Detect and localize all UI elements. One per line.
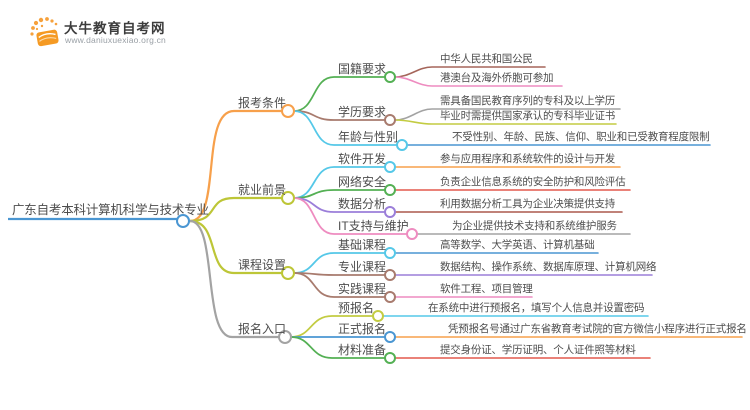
leaf-no-restrictions[interactable]: 不受性别、年龄、民族、信仰、职业和已受教育程度限制 [452, 131, 710, 143]
connector-branch-curriculum [188, 219, 284, 275]
leaf-citizen[interactable]: 中华人民共和国公民 [440, 53, 533, 65]
pre-registration-circle[interactable] [372, 310, 384, 322]
age-gender-circle[interactable] [396, 139, 408, 151]
exam-requirements-circle[interactable] [281, 104, 295, 118]
leaf-education-req[interactable]: 需具备国民教育序列的专科及以上学历 [440, 95, 616, 107]
connector-branch-career [188, 196, 284, 223]
subtopic-materials[interactable]: 材料准备 [338, 343, 387, 357]
connector-age-gender [293, 110, 397, 146]
branch-topic-registration[interactable]: 报名入口 [238, 322, 287, 336]
site-title: 大牛教育自考网 [64, 21, 166, 36]
subtopic-nationality[interactable]: 国籍要求 [338, 62, 387, 76]
branch-topic-curriculum[interactable]: 课程设置 [238, 258, 287, 272]
leaf-basic-courses-list[interactable]: 高等数学、大学英语、计算机基础 [440, 239, 595, 251]
subtopic-education[interactable]: 学历要求 [338, 105, 387, 119]
data-analysis-circle[interactable] [384, 206, 396, 218]
subtopic-official-registration[interactable]: 正式报名 [338, 322, 387, 336]
software-dev-circle[interactable] [384, 161, 396, 173]
branch-topic-career-prospects[interactable]: 就业前景 [238, 183, 287, 197]
network-security-circle[interactable] [384, 184, 396, 196]
subtopic-basic-courses[interactable]: 基础课程 [338, 238, 387, 252]
connector-branch-registration [188, 219, 281, 339]
practical-courses-circle[interactable] [384, 291, 396, 303]
connector-nationality [293, 76, 385, 112]
leaf-security-desc[interactable]: 负责企业信息系统的安全防护和风险评估 [440, 176, 626, 188]
nationality-circle[interactable] [384, 71, 396, 83]
education-circle[interactable] [384, 114, 396, 126]
curriculum-circle[interactable] [281, 266, 295, 280]
materials-circle[interactable] [384, 352, 396, 364]
subtopic-software-dev[interactable]: 软件开发 [338, 152, 387, 166]
subtopic-pre-registration[interactable]: 预报名 [338, 301, 375, 315]
book-sunburst-icon [30, 17, 59, 47]
official-registration-circle[interactable] [384, 331, 396, 343]
leafline-diploma [394, 119, 617, 125]
leaf-diploma[interactable]: 毕业时需提供国家承认的专科毕业证书 [440, 110, 616, 122]
leaf-materials-desc[interactable]: 提交身份证、学历证明、个人证件照等材料 [440, 344, 636, 356]
leaf-overseas[interactable]: 港澳台及海外侨胞可参加 [440, 72, 554, 84]
subtopic-it-support[interactable]: IT支持与维护 [338, 219, 409, 233]
level1-connectors [188, 109, 284, 339]
connector-branch-exam-requirements [188, 109, 284, 223]
subtopic-age-gender[interactable]: 年龄与性别 [338, 130, 399, 144]
branch-topic-exam-requirements[interactable]: 报考条件 [238, 96, 287, 110]
node-circles [176, 71, 418, 364]
leaf-data-desc[interactable]: 利用数据分析工具为企业决策提供支持 [440, 198, 616, 210]
leaf-official-reg-desc[interactable]: 凭预报名号通过广东省教育考试院的官方微信小程序进行正式报名 [448, 323, 747, 335]
leaf-major-courses-list[interactable]: 数据结构、操作系统、数据库原理、计算机网络 [440, 261, 657, 273]
it-support-circle[interactable] [406, 228, 418, 240]
leaf-connectors [383, 66, 743, 359]
site-url: www.daniuxuexiao.org.cn [65, 35, 166, 45]
registration-circle[interactable] [278, 330, 292, 344]
subtopic-data-analysis[interactable]: 数据分析 [338, 197, 387, 211]
root-topic[interactable]: 广东自考本科计算机科学与技术专业 [12, 203, 209, 217]
leaf-practical-courses-list[interactable]: 软件工程、项目管理 [440, 283, 533, 295]
site-logo: 大牛教育自考网 www.daniuxuexiao.org.cn [26, 12, 216, 52]
leaf-pre-reg-desc[interactable]: 在系统中进行预报名，填写个人信息并设置密码 [428, 302, 645, 314]
career-circle[interactable] [281, 191, 295, 205]
major-courses-circle[interactable] [384, 269, 396, 281]
level2-connectors [290, 76, 407, 359]
leaf-software-dev-desc[interactable]: 参与应用程序和系统软件的设计与开发 [440, 153, 616, 165]
subtopic-major-courses[interactable]: 专业课程 [338, 260, 387, 274]
connector-it-support [293, 197, 407, 235]
leaf-it-desc[interactable]: 为企业提供技术支持和系统维护服务 [452, 220, 617, 232]
subtopic-network-security[interactable]: 网络安全 [338, 175, 387, 189]
leafline-overseas [394, 76, 563, 87]
connector-practical-courses [293, 272, 385, 298]
subtopic-practical-courses[interactable]: 实践课程 [338, 282, 387, 296]
root-node-circle[interactable] [176, 214, 190, 228]
connector-materials [290, 336, 385, 359]
basic-courses-circle[interactable] [384, 247, 396, 259]
